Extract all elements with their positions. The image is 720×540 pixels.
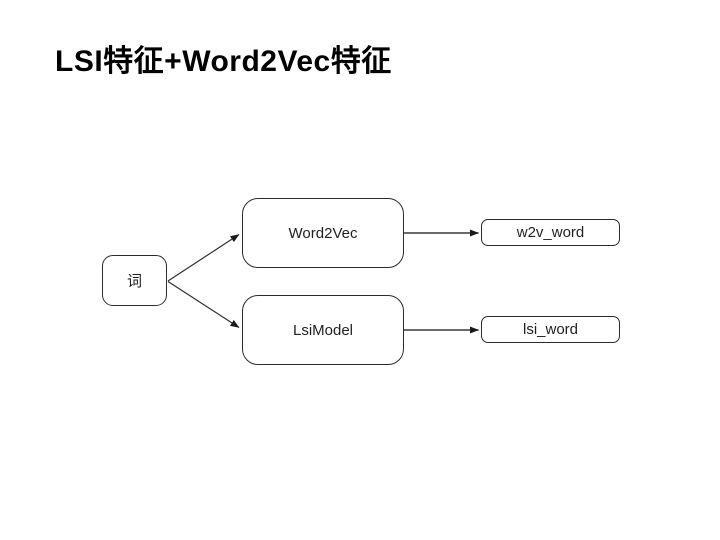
node-lsi-word: lsi_word (481, 316, 620, 343)
node-lsi-word-label: lsi_word (522, 321, 579, 338)
node-lsimodel-label: LsiModel (292, 321, 354, 339)
node-lsimodel: LsiModel (242, 295, 404, 365)
edge-word-to-lsimodel (167, 280, 240, 329)
node-word-label: 词 (126, 273, 142, 290)
node-word2vec-label: Word2Vec (288, 224, 358, 242)
edge-word-to-word2vec (167, 233, 240, 282)
node-word: 词 (102, 255, 167, 306)
node-w2v-word: w2v_word (481, 219, 620, 246)
slide-title: LSI特征+Word2Vec特征 (55, 45, 392, 78)
node-word2vec: Word2Vec (242, 198, 404, 268)
node-w2v-word-label: w2v_word (516, 224, 585, 241)
